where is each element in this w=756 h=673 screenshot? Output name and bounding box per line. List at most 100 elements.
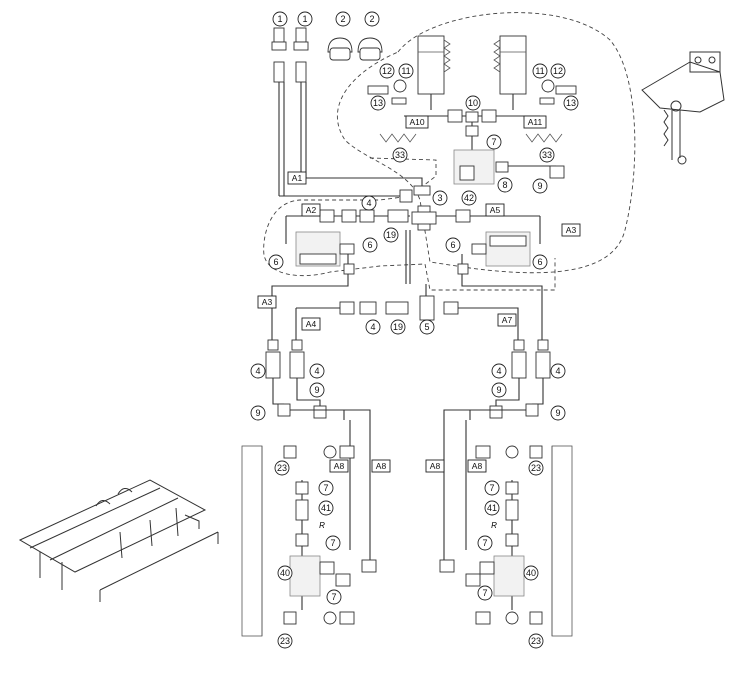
svg-text:9: 9 (555, 408, 560, 418)
svg-text:19: 19 (393, 322, 403, 332)
hose-tag-a3: A3 (257, 295, 277, 309)
svg-text:2: 2 (340, 14, 345, 24)
svg-text:40: 40 (526, 568, 536, 578)
callout-6: 6 (532, 254, 548, 270)
hose-tag-a8: A8 (329, 459, 349, 473)
callout-6: 6 (445, 237, 461, 253)
svg-text:A3: A3 (566, 225, 577, 235)
svg-text:41: 41 (487, 503, 497, 513)
svg-text:7: 7 (491, 137, 496, 147)
callout-4: 4 (309, 363, 325, 379)
callout-2: 2 (335, 11, 351, 27)
callout-5: 5 (419, 319, 435, 335)
r-mark: R (491, 521, 497, 530)
callout-7: 7 (484, 480, 500, 496)
middle-assembly-boundary (263, 157, 556, 291)
callout-7: 7 (486, 134, 502, 150)
hose-tag-a8: A8 (371, 459, 391, 473)
linkage-detail-illustration (641, 51, 725, 165)
svg-text:6: 6 (537, 257, 542, 267)
callout-4: 4 (365, 319, 381, 335)
svg-text:A8: A8 (472, 461, 483, 471)
callout-13: 13 (370, 95, 386, 111)
svg-text:A8: A8 (376, 461, 387, 471)
callout-13: 13 (563, 95, 579, 111)
svg-text:4: 4 (314, 366, 319, 376)
svg-text:A3: A3 (262, 297, 273, 307)
hose-tag-a3: A3 (561, 223, 581, 237)
svg-text:12: 12 (382, 66, 392, 76)
callout-11: 11 (398, 63, 414, 79)
svg-text:4: 4 (555, 366, 560, 376)
svg-text:6: 6 (450, 240, 455, 250)
svg-text:A5: A5 (490, 205, 501, 215)
hose-tag-a2: A2 (301, 203, 321, 217)
callout-9: 9 (491, 382, 507, 398)
callout-7: 7 (325, 535, 341, 551)
svg-text:4: 4 (496, 366, 501, 376)
hose-tag-a11: A11 (523, 115, 547, 129)
callout-3: 3 (432, 190, 448, 206)
callout-19: 19 (390, 319, 406, 335)
svg-text:1: 1 (277, 14, 282, 24)
svg-text:8: 8 (502, 180, 507, 190)
svg-text:3: 3 (437, 193, 442, 203)
svg-text:9: 9 (314, 385, 319, 395)
svg-text:12: 12 (553, 66, 563, 76)
callout-7: 7 (477, 535, 493, 551)
callout-4: 4 (491, 363, 507, 379)
svg-text:23: 23 (531, 636, 541, 646)
svg-text:7: 7 (330, 538, 335, 548)
svg-text:7: 7 (331, 592, 336, 602)
callout-19: 19 (383, 227, 399, 243)
callout-41: 41 (318, 500, 334, 516)
dust-caps (327, 37, 383, 61)
callout-40: 40 (523, 565, 539, 581)
hose-tag-a1: A1 (287, 171, 307, 185)
svg-text:A1: A1 (292, 173, 303, 183)
hose-tag-a10: A10 (405, 115, 429, 129)
svg-text:6: 6 (367, 240, 372, 250)
callout-9: 9 (532, 178, 548, 194)
svg-text:10: 10 (468, 98, 478, 108)
svg-text:9: 9 (496, 385, 501, 395)
callout-33: 33 (539, 147, 555, 163)
implement-frame-illustration (18, 479, 219, 602)
svg-text:5: 5 (424, 322, 429, 332)
callout-2: 2 (364, 11, 380, 27)
lower-couplers (265, 339, 551, 560)
callout-1: 1 (297, 11, 313, 27)
svg-text:11: 11 (401, 66, 410, 76)
callout-42: 42 (461, 190, 477, 206)
callout-33: 33 (392, 147, 408, 163)
callout-4: 4 (250, 363, 266, 379)
hose-tag-a7: A7 (497, 313, 517, 327)
svg-text:13: 13 (566, 98, 576, 108)
svg-text:33: 33 (395, 150, 405, 160)
lower-left-assembly (241, 445, 377, 637)
svg-text:4: 4 (370, 322, 375, 332)
svg-text:9: 9 (255, 408, 260, 418)
svg-text:A11: A11 (528, 117, 543, 127)
svg-text:41: 41 (321, 503, 331, 513)
callout-41: 41 (484, 500, 500, 516)
manifold-row (271, 274, 543, 340)
svg-text:13: 13 (373, 98, 383, 108)
svg-text:A4: A4 (306, 319, 317, 329)
callout-7: 7 (477, 585, 493, 601)
callout-23: 23 (528, 633, 544, 649)
svg-text:33: 33 (542, 150, 552, 160)
r-mark: R (319, 521, 325, 530)
hose-tag-a5: A5 (485, 203, 505, 217)
svg-text:40: 40 (280, 568, 290, 578)
svg-text:7: 7 (489, 483, 494, 493)
svg-text:7: 7 (482, 538, 487, 548)
middle-valves (285, 205, 541, 284)
callout-7: 7 (318, 480, 334, 496)
svg-text:1: 1 (302, 14, 307, 24)
svg-text:4: 4 (366, 198, 371, 208)
callout-8: 8 (497, 177, 513, 193)
hose-tag-a8: A8 (467, 459, 487, 473)
svg-text:A8: A8 (334, 461, 345, 471)
